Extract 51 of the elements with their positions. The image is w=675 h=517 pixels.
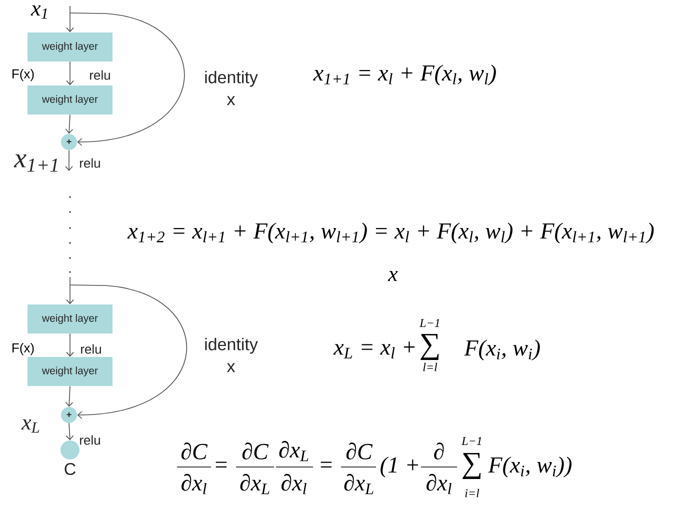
fraction-numerator: ∂C — [242, 442, 269, 460]
layer-box: weight layer — [28, 86, 112, 114]
fraction-numerator: ∂ — [434, 442, 444, 460]
sum-sign: ∑ — [420, 334, 439, 360]
fraction-numerator: ∂C — [181, 442, 208, 460]
edge-label: relu — [78, 157, 102, 169]
function-label: F(x) — [12, 68, 34, 82]
fraction-numerator: ∂C — [346, 442, 373, 460]
sum-limit: l=l — [423, 362, 438, 372]
arrow — [65, 114, 74, 134]
fraction-denominator: ∂x$_{l}$ — [426, 474, 452, 494]
edge-label: identity x — [200, 336, 262, 374]
arrow — [66, 422, 74, 440]
arrow — [65, 386, 74, 407]
variable-label: x$_{1+1}$ — [14, 154, 58, 172]
layer-box: weight layer — [28, 304, 112, 334]
edge-label: relu — [78, 434, 102, 446]
formula: x$_{1+1}$ = x$_{l}$ + F(x$_{l}$, w$_{l}$) — [313, 64, 496, 86]
layer-box: weight layer — [28, 357, 112, 386]
variable-label: x$_{L}$ — [21, 419, 40, 433]
identity-arrow — [70, 12, 185, 146]
formula: F(x$_{i}$, w$_{i}$)) — [488, 456, 572, 478]
variable-label: x — [388, 270, 398, 282]
equals-sign: = — [216, 462, 227, 468]
fraction-denominator: ∂x$_{L}$ — [240, 474, 270, 494]
fraction-denominator: ∂x$_{l}$ — [282, 474, 306, 494]
formula: F(x$_{i}$, w$_{i}$) — [464, 340, 540, 360]
arrow — [66, 333, 74, 357]
sum-limit: L−1 — [419, 319, 440, 327]
arrow — [66, 61, 74, 86]
edge-label: identity x — [200, 70, 262, 106]
arrow — [66, 6, 74, 32]
fraction-denominator: ∂x$_{L}$ — [344, 474, 374, 494]
output-label: C — [64, 462, 76, 476]
identity-arrow — [70, 284, 187, 419]
output-circle — [60, 440, 80, 460]
sum-sign: ∑ — [462, 452, 481, 480]
layer-box: weight layer — [28, 32, 112, 62]
sum-limit: i=l — [465, 488, 480, 498]
formula: x$_{L}$ = x$_{l}$ + — [333, 342, 415, 358]
equals-sign: = — [320, 462, 332, 468]
formula: (1 + — [380, 456, 418, 478]
arrow — [66, 276, 74, 304]
edge-label: relu — [79, 343, 103, 355]
fraction-denominator: ∂x$_{l}$ — [182, 474, 206, 494]
function-label: F(x) — [12, 342, 34, 356]
sum-limit: L−1 — [461, 437, 482, 445]
arrow — [65, 150, 73, 171]
fraction-numerator: ∂x$_{L}$ — [279, 440, 308, 462]
formula: x$_{1+2}$ = x$_{l+1}$ + F(x$_{l+1}$, w$_{l+1}$) = x$_{l}$ + F(x$_{l}$, w$_{l}$) + F(x$_{l+1}$, w$_{l+1}$) — [127, 222, 654, 244]
edge-label: relu — [88, 69, 112, 81]
